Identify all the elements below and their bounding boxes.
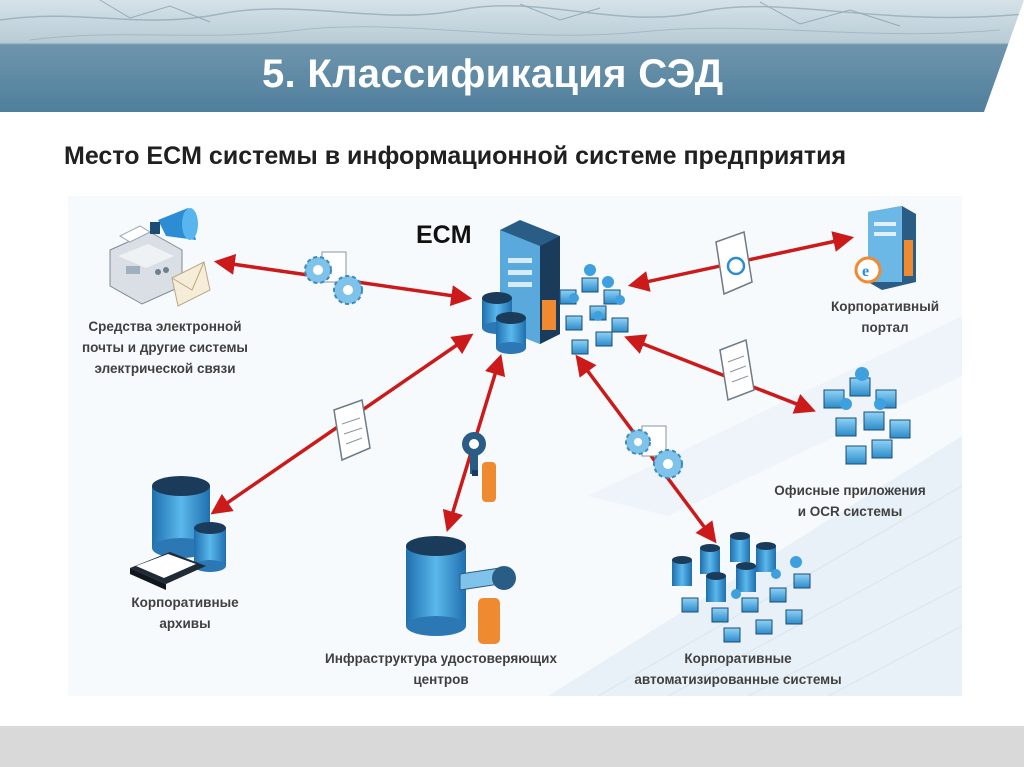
fax-icon — [109, 225, 183, 305]
email-label: Средства электронной почты и другие сист… — [82, 319, 248, 376]
email-node-icons — [109, 208, 211, 307]
portal-server-icon: e — [854, 206, 916, 290]
document-icon — [719, 338, 755, 402]
world-map-decoration — [0, 0, 1024, 41]
svg-text:e: e — [862, 263, 869, 280]
pki-label: Инфраструктура удостоверяющих центров — [325, 651, 557, 687]
automated-systems-icon — [672, 532, 811, 643]
slide-subtitle: Место ECM системы в информационной систе… — [64, 142, 847, 170]
office-computers-icon — [823, 367, 911, 465]
envelope-icon — [171, 261, 211, 307]
arrow-office — [624, 334, 816, 414]
archives-label: Корпоративные архивы — [131, 595, 239, 631]
key-icon — [462, 432, 496, 502]
document-icon — [333, 398, 371, 462]
ecm-server-cluster — [482, 220, 629, 355]
gear-icon — [625, 425, 683, 479]
title-banner: 5. Классификация СЭД — [0, 0, 1024, 112]
ecm-label: ECM — [416, 221, 472, 249]
computer-icon — [559, 277, 629, 355]
archives-icon — [130, 476, 226, 590]
office-label: Офисные приложения и OCR системы — [774, 483, 926, 519]
people-icon — [569, 264, 625, 321]
internet-explorer-icon: e — [854, 256, 882, 284]
pki-database-icon — [406, 536, 516, 644]
automated-label: Корпоративные автоматизированные системы — [634, 651, 842, 687]
document-icon — [715, 230, 753, 296]
database-icon — [482, 292, 526, 354]
portal-label: Корпоративный портал — [830, 299, 940, 335]
footer-bar — [0, 726, 1024, 767]
gear-icon — [304, 251, 363, 305]
slide-title: 5. Классификация СЭД — [262, 52, 724, 96]
megaphone-icon — [150, 208, 198, 240]
